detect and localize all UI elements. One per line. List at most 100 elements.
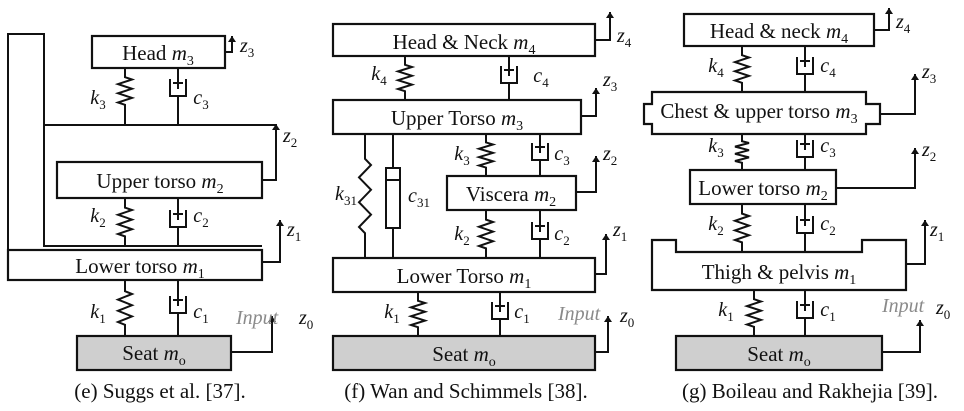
mass-m3-label-symbol: m [835, 99, 850, 123]
c31-label-subscript: 31 [417, 195, 430, 210]
damper-c4 [500, 56, 518, 100]
c3-label-subscript: 3 [829, 145, 836, 160]
z1-conn [262, 222, 281, 263]
c3-label-symbol: c [820, 135, 829, 157]
z4-arrow [606, 12, 614, 24]
damper-c2 [169, 198, 187, 246]
mass-m3-label-name: Chest & upper torso [660, 99, 835, 123]
z1-label-subscript: 1 [938, 229, 945, 244]
z1-arrow-head [602, 234, 610, 240]
spring-k1-coil [115, 280, 135, 336]
z4-label-subscript: 4 [625, 35, 632, 50]
z0-arrow-head [916, 320, 924, 326]
k3-label: k3 [708, 135, 723, 160]
c31-cylinder [385, 167, 401, 229]
k2-label-symbol: k [454, 223, 464, 245]
k31-label-subscript: 31 [344, 193, 357, 208]
z2-arrow-head [911, 148, 919, 154]
k31-label: k31 [335, 183, 357, 208]
z2-arrow [592, 156, 600, 168]
mass-m4-label: Head & neck m4 [710, 19, 848, 47]
k1-label-subscript: 1 [727, 309, 734, 324]
mass-m2-label-subscript: 2 [821, 189, 828, 204]
mass-m0-label-name: Seat [122, 341, 163, 365]
mass-m2-label-symbol: m [534, 182, 549, 206]
z2-arrow-head [272, 124, 280, 130]
z3-arrow-head [228, 36, 236, 42]
k4-label-subscript: 4 [380, 73, 387, 88]
spring-k31 [357, 134, 373, 258]
z0-arrow [604, 316, 612, 328]
frame-e-inner [43, 125, 262, 247]
damper-c1 [796, 290, 814, 336]
z3-label-subscript: 3 [930, 71, 937, 86]
spring-k1-coil [743, 290, 765, 336]
mass-m1-label-subscript: 1 [198, 267, 205, 282]
mass-m0-label-name: Seat [432, 342, 473, 366]
mass-m2-label: Viscera m2 [466, 182, 556, 210]
spring-k3-coil [734, 134, 750, 170]
mass-m0-label-subscript: o [489, 355, 496, 370]
mass-m1-label-name: Thigh & pelvis [702, 260, 834, 284]
mass-m3-box [331, 98, 583, 136]
mass-m2-label: Upper torso m2 [96, 169, 223, 197]
mass-m1-label-subscript: 1 [524, 277, 531, 292]
c2-label-symbol: c [193, 205, 202, 227]
z1-label-subscript: 1 [621, 229, 628, 244]
k4-label: k4 [708, 55, 724, 80]
c3-label: c3 [193, 87, 208, 112]
mass-m1-label-subscript: 1 [849, 273, 856, 288]
mass-m1-box [650, 238, 908, 292]
mass-m2-label-name: Viscera [466, 182, 534, 206]
z3-label-symbol: z [602, 69, 611, 91]
c4-label-subscript: 4 [542, 75, 549, 90]
z0-conn [595, 318, 609, 353]
z4-label: z4 [616, 25, 632, 50]
damper-c1 [491, 292, 509, 336]
mass-m3-label-name: Upper Torso [391, 106, 501, 130]
spring-k2-coil [114, 198, 136, 246]
k1-label-symbol: k [384, 301, 394, 323]
z1-arrow [921, 220, 929, 232]
z4-label-subscript: 4 [904, 21, 911, 36]
k2-label-subscript: 2 [717, 223, 724, 238]
z3-arrow [228, 36, 236, 48]
c3-label-subscript: 3 [202, 97, 209, 112]
z3-conn [880, 76, 916, 115]
input-label-g: Input [881, 295, 925, 317]
mass-m0-label-symbol: m [164, 341, 179, 365]
spring-k2-coil [731, 204, 753, 252]
mass-m1-label-name: Lower Torso [397, 264, 509, 288]
z2-label-subscript: 2 [611, 153, 618, 168]
mass-m1-label: Lower torso m1 [75, 254, 204, 282]
z0-label-subscript: 0 [628, 315, 635, 330]
z0-label: z0 [935, 297, 950, 322]
mass-m4-label-symbol: m [513, 30, 528, 54]
spring-k1 [407, 292, 429, 336]
k2-label-symbol: k [708, 213, 718, 235]
damper-c2 [796, 204, 814, 252]
spring-k31-coil [357, 134, 373, 258]
z2-conn [836, 150, 916, 189]
z3-arrow [592, 88, 600, 100]
k2-label-symbol: k [90, 205, 100, 227]
mass-m2-label-subscript: 2 [217, 182, 224, 197]
z0-arrow [268, 316, 276, 328]
mass-m0-label-symbol: m [474, 342, 489, 366]
c2-label: c2 [820, 213, 835, 238]
mass-m2-box [688, 168, 838, 206]
c3-label: c3 [820, 135, 835, 160]
z3-label-subscript: 3 [248, 45, 255, 60]
c31-label-symbol: c [408, 185, 417, 207]
c2-label-subscript: 2 [829, 223, 836, 238]
input-label-f: Input [557, 303, 601, 325]
damper-c3 [531, 134, 549, 176]
mass-m0-label-symbol: m [789, 342, 804, 366]
z4-arrow-head [606, 12, 614, 18]
c1-label-symbol: c [193, 301, 202, 323]
z3-label-symbol: z [239, 35, 248, 57]
mass-m3-box [642, 90, 882, 136]
k3-label-subscript: 3 [717, 145, 724, 160]
spring-k2 [731, 204, 753, 252]
